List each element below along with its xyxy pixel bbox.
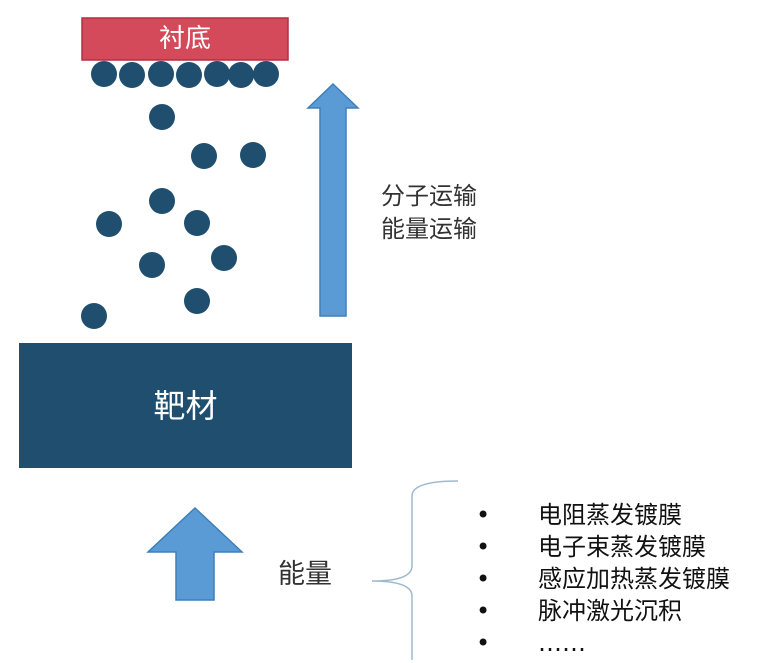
particle bbox=[149, 104, 175, 130]
method-text: 脉冲激光沉积 bbox=[538, 597, 682, 625]
method-brace bbox=[371, 480, 459, 660]
method-item: • 感应加热蒸发镀膜 bbox=[476, 567, 730, 591]
bullet: • bbox=[476, 597, 491, 625]
particle bbox=[211, 245, 237, 271]
bullet: • bbox=[476, 629, 491, 657]
particle bbox=[191, 143, 217, 169]
deposited-particle bbox=[253, 61, 279, 87]
floating-particles bbox=[81, 104, 266, 329]
deposited-particle bbox=[176, 62, 202, 88]
particle bbox=[139, 252, 165, 278]
transport-arrow bbox=[306, 82, 360, 317]
target-block bbox=[19, 343, 352, 468]
deposited-particle bbox=[148, 61, 174, 87]
particle bbox=[240, 142, 266, 168]
particle bbox=[184, 210, 210, 236]
substrate-label: 衬底 bbox=[158, 24, 211, 54]
bullet: • bbox=[476, 533, 491, 561]
energy-label: 能量 bbox=[278, 559, 332, 590]
particle bbox=[149, 188, 175, 214]
method-text: 电阻蒸发镀膜 bbox=[538, 501, 682, 529]
deposited-particle bbox=[91, 61, 117, 87]
deposited-particle bbox=[228, 62, 254, 88]
bullet: • bbox=[476, 501, 491, 529]
method-item: • 电阻蒸发镀膜 bbox=[476, 503, 682, 527]
method-item: • …… bbox=[476, 631, 586, 655]
molecular-transport-label: 分子运输 bbox=[381, 182, 477, 210]
method-item: • 电子束蒸发镀膜 bbox=[476, 535, 706, 559]
energy-transport-label: 能量运输 bbox=[381, 215, 477, 243]
particle bbox=[81, 303, 107, 329]
target-label: 靶材 bbox=[153, 386, 218, 425]
deposited-particle bbox=[204, 61, 230, 87]
deposited-particle bbox=[119, 62, 145, 88]
method-text: 感应加热蒸发镀膜 bbox=[538, 565, 730, 593]
particle bbox=[184, 288, 210, 314]
particle bbox=[96, 211, 122, 237]
method-text: …… bbox=[538, 629, 586, 657]
energy-arrow bbox=[146, 506, 244, 601]
bullet: • bbox=[476, 565, 491, 593]
substrate-block bbox=[81, 17, 289, 61]
method-item: • 脉冲激光沉积 bbox=[476, 599, 682, 623]
method-text: 电子束蒸发镀膜 bbox=[538, 533, 706, 561]
deposited-particle-layer bbox=[91, 61, 279, 88]
